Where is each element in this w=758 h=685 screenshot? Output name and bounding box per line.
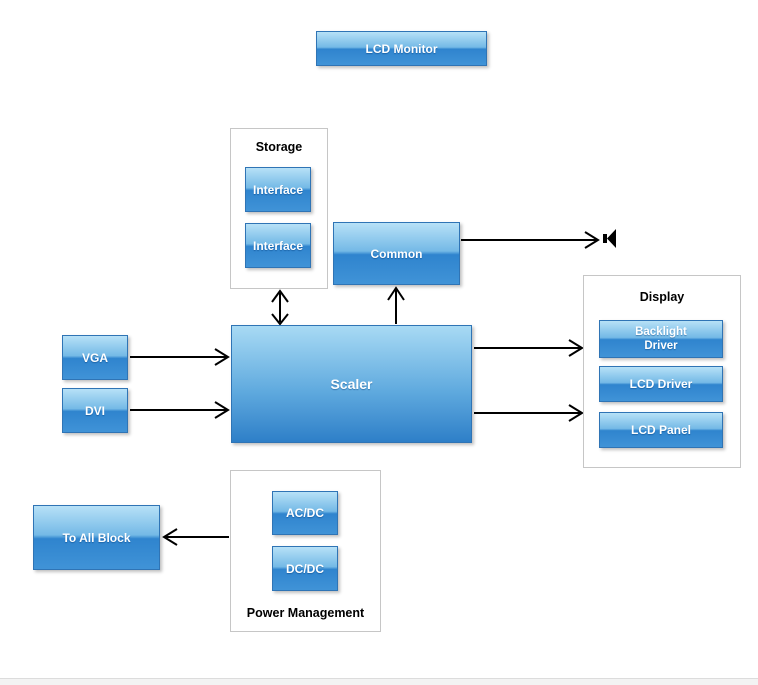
node-common-label: Common bbox=[370, 246, 423, 261]
arrow-common-to-speaker bbox=[461, 231, 600, 249]
group-display-title: Display bbox=[639, 290, 685, 304]
node-backlight-driver-label: Backlight Driver bbox=[635, 325, 687, 352]
arrow-scaler-to-display-bottom bbox=[474, 404, 584, 422]
node-scaler: Scaler bbox=[231, 325, 472, 443]
node-storage-interface-2-label: Interface bbox=[252, 238, 304, 253]
node-acdc-label: AC/DC bbox=[286, 506, 324, 520]
arrow-power-to-all-block bbox=[162, 528, 229, 546]
node-to-all-block: To All Block bbox=[33, 505, 160, 570]
node-common: Common bbox=[333, 222, 460, 285]
bottom-divider-bar bbox=[0, 678, 758, 685]
node-lcd-driver: LCD Driver bbox=[599, 366, 723, 402]
node-dcdc-label: DC/DC bbox=[286, 561, 324, 576]
node-lcd-panel: LCD Panel bbox=[599, 412, 723, 448]
node-storage-interface-2: Interface bbox=[245, 223, 311, 268]
node-lcd-driver-label: LCD Driver bbox=[629, 377, 693, 391]
node-acdc: AC/DC bbox=[272, 491, 338, 535]
node-vga: VGA bbox=[62, 335, 128, 380]
arrow-scaler-to-display-top bbox=[474, 339, 584, 357]
node-storage-interface-1-label: Interface bbox=[252, 182, 304, 197]
arrow-scaler-to-common bbox=[387, 286, 405, 324]
arrow-vga-to-scaler bbox=[130, 348, 230, 366]
node-dcdc: DC/DC bbox=[272, 546, 338, 591]
node-lcd-panel-label: LCD Panel bbox=[630, 423, 691, 437]
node-dvi-label: DVI bbox=[84, 403, 105, 418]
node-scaler-label: Scaler bbox=[330, 376, 373, 392]
node-lcd-monitor: LCD Monitor bbox=[316, 31, 487, 66]
speaker-icon bbox=[603, 229, 616, 248]
group-storage-title: Storage bbox=[255, 140, 303, 154]
node-to-all-block-label: To All Block bbox=[62, 530, 131, 545]
node-backlight-driver: Backlight Driver bbox=[599, 320, 723, 358]
arrow-storage-scaler-bidirectional bbox=[271, 289, 289, 326]
node-lcd-monitor-label: LCD Monitor bbox=[365, 41, 438, 56]
arrow-dvi-to-scaler bbox=[130, 401, 230, 419]
node-vga-label: VGA bbox=[81, 350, 108, 365]
node-storage-interface-1: Interface bbox=[245, 167, 311, 212]
node-dvi: DVI bbox=[62, 388, 128, 433]
group-power-management-title: Power Management bbox=[246, 606, 365, 620]
